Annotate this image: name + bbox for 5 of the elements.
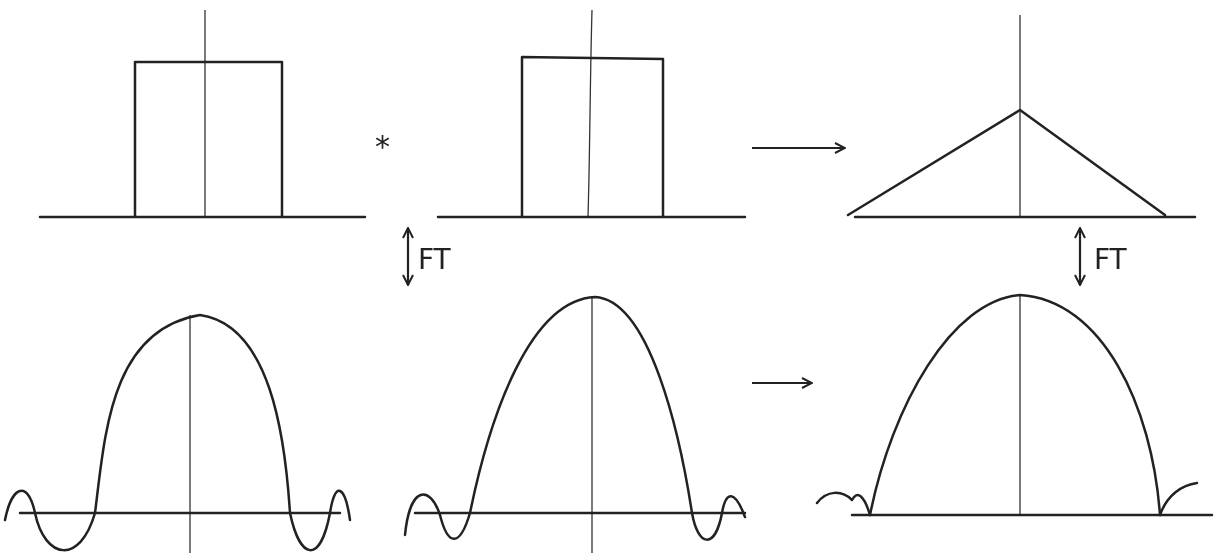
arrow <box>752 142 846 154</box>
double-arrow <box>402 227 414 286</box>
arrow <box>752 377 813 389</box>
convolution-sign: * <box>375 132 390 162</box>
double-arrow <box>1074 227 1086 286</box>
